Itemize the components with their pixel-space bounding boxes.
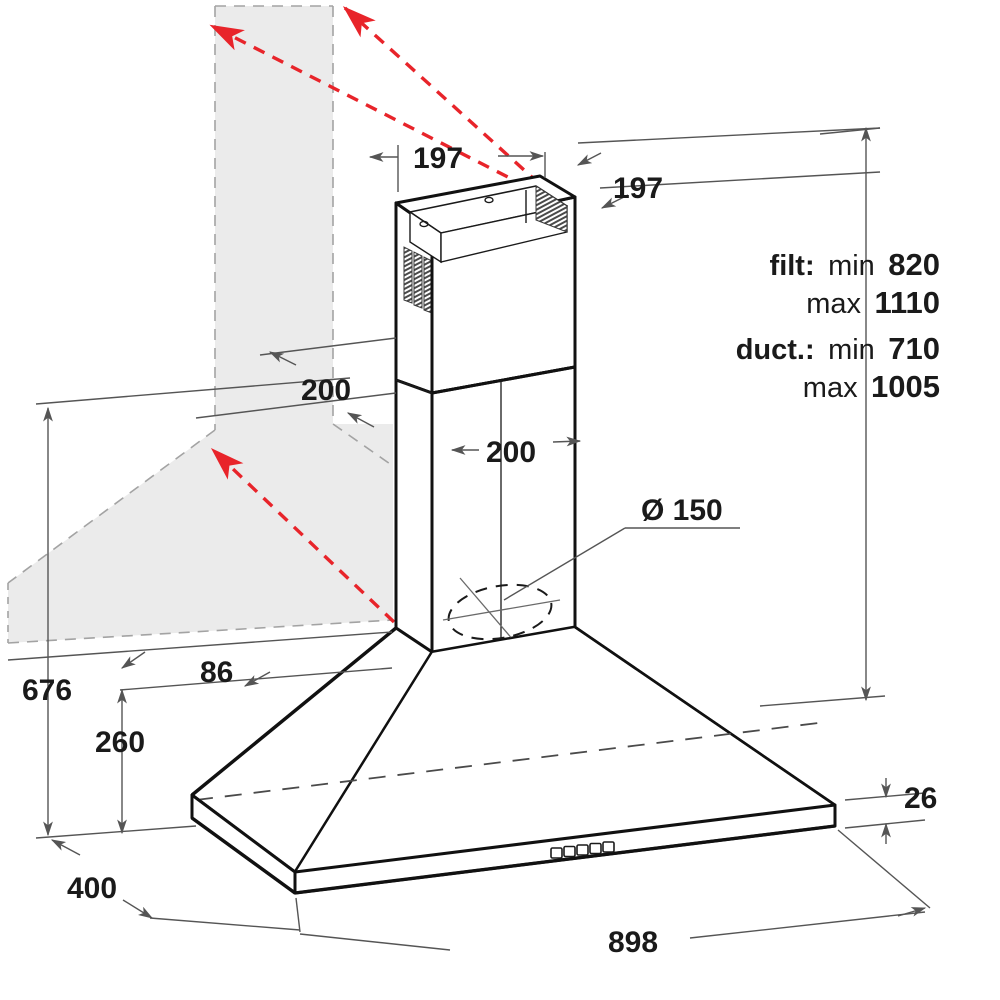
control-button[interactable] bbox=[576, 844, 589, 856]
dim-label-260: 260 bbox=[95, 726, 145, 759]
dimension-line-group bbox=[7, 126, 931, 951]
dim-label-197-left: 197 bbox=[413, 142, 463, 175]
height-notes: filt: min 820 max 1110 duct.: min 710 ma… bbox=[736, 247, 940, 404]
note-line-duct-max: max 1005 bbox=[803, 369, 940, 404]
ext-line-676-top bbox=[35, 377, 351, 405]
leader-line-diameter-150-diag bbox=[503, 527, 626, 601]
note-duct-max-word: max bbox=[803, 372, 858, 404]
chimney-mount-hole-left bbox=[419, 220, 429, 228]
chimney-lower bbox=[394, 365, 577, 654]
arrow-200-center-right bbox=[552, 436, 582, 447]
duct-outlet-ellipse bbox=[442, 577, 561, 649]
arrow-898-right bbox=[897, 907, 927, 917]
dim-label-676: 676 bbox=[22, 674, 72, 707]
note-duct-min-value: 710 bbox=[888, 331, 940, 366]
dim-line-400-base bbox=[149, 917, 301, 931]
dim-label-898: 898 bbox=[608, 926, 658, 959]
dim-label-26: 26 bbox=[904, 782, 937, 815]
chimney-lower-left-face bbox=[394, 378, 434, 654]
chimney-upper bbox=[394, 174, 577, 395]
ext-line-height-top bbox=[819, 127, 881, 135]
dim-label-86: 86 bbox=[200, 656, 233, 689]
note-duct-max-value: 1005 bbox=[871, 369, 940, 404]
dim-line-898-right bbox=[689, 911, 926, 939]
chimney-vent-grille bbox=[403, 246, 433, 314]
note-line-filt-min: filt: min 820 bbox=[770, 247, 940, 282]
dim-line-197-right-upper bbox=[577, 127, 881, 144]
dim-label-197-right: 197 bbox=[613, 172, 663, 205]
note-filt-min-word: min bbox=[828, 250, 875, 282]
note-filt-label: filt: bbox=[770, 250, 815, 282]
chimney-seam-front bbox=[431, 365, 576, 395]
dim-line-898-left bbox=[299, 933, 451, 951]
chimney-inner-vent bbox=[535, 185, 568, 233]
dim-label-400: 400 bbox=[67, 872, 117, 905]
control-panel[interactable] bbox=[550, 841, 615, 859]
canopy-hidden-rear-edge bbox=[195, 721, 827, 801]
duct-centerline-horizontal bbox=[442, 599, 561, 621]
rim-front-bottom-edge bbox=[294, 824, 836, 895]
chimney-mount-hole-right bbox=[484, 196, 494, 204]
note-duct-label: duct.: bbox=[736, 334, 815, 366]
arrow-200-left-upper bbox=[268, 351, 297, 366]
arrow-200-left-lower bbox=[346, 412, 375, 428]
dim-label-diameter-150: Ø 150 bbox=[641, 494, 723, 527]
arrow-197-right-upper bbox=[576, 152, 602, 166]
control-button[interactable] bbox=[602, 841, 615, 853]
ext-line-400-right bbox=[295, 897, 301, 933]
note-filt-min-value: 820 bbox=[888, 247, 940, 282]
canopy-right-edge bbox=[574, 625, 836, 807]
dim-line-86-upper bbox=[7, 631, 393, 661]
ext-line-676-bottom bbox=[35, 825, 197, 839]
dimension-labels: 197 197 200 200 Ø 150 86 676 260 400 898… bbox=[22, 142, 937, 959]
dim-line-197-right-lower bbox=[599, 171, 881, 189]
projection-arrow-upper-right bbox=[342, 6, 557, 200]
canopy-front-left-fold bbox=[294, 651, 433, 873]
chimney-seam-left bbox=[395, 379, 433, 394]
note-filt-max-value: 1110 bbox=[874, 285, 940, 320]
dim-line-200-left-lower bbox=[195, 392, 397, 419]
note-line-filt-max: max 1110 bbox=[806, 285, 940, 320]
note-duct-min-word: min bbox=[828, 334, 875, 366]
dim-label-200-left: 200 bbox=[301, 374, 351, 407]
arrow-197-right-lower bbox=[600, 194, 629, 209]
dim-label-200-center: 200 bbox=[486, 436, 536, 469]
note-line-duct-min: duct.: min 710 bbox=[736, 331, 940, 366]
arrow-86-upper bbox=[120, 651, 146, 669]
ext-line-height-bottom bbox=[759, 695, 886, 707]
control-button[interactable] bbox=[563, 845, 576, 858]
rim-front-top-edge bbox=[294, 804, 836, 873]
ext-line-898-right bbox=[837, 829, 931, 909]
control-button[interactable] bbox=[550, 847, 563, 859]
arrow-400-lower bbox=[122, 899, 154, 919]
hood-canopy bbox=[190, 625, 837, 874]
rim-left-bottom-edge bbox=[190, 816, 297, 895]
projection-arrows bbox=[209, 6, 557, 624]
control-button[interactable] bbox=[589, 842, 602, 855]
note-filt-max-word: max bbox=[806, 288, 861, 320]
arrow-400-upper bbox=[50, 839, 81, 856]
wall-projection-shadow bbox=[7, 5, 394, 644]
duct-centerline-vertical bbox=[459, 577, 521, 649]
canopy-top-left-edge bbox=[190, 626, 398, 797]
arrow-86-lower bbox=[243, 671, 271, 687]
